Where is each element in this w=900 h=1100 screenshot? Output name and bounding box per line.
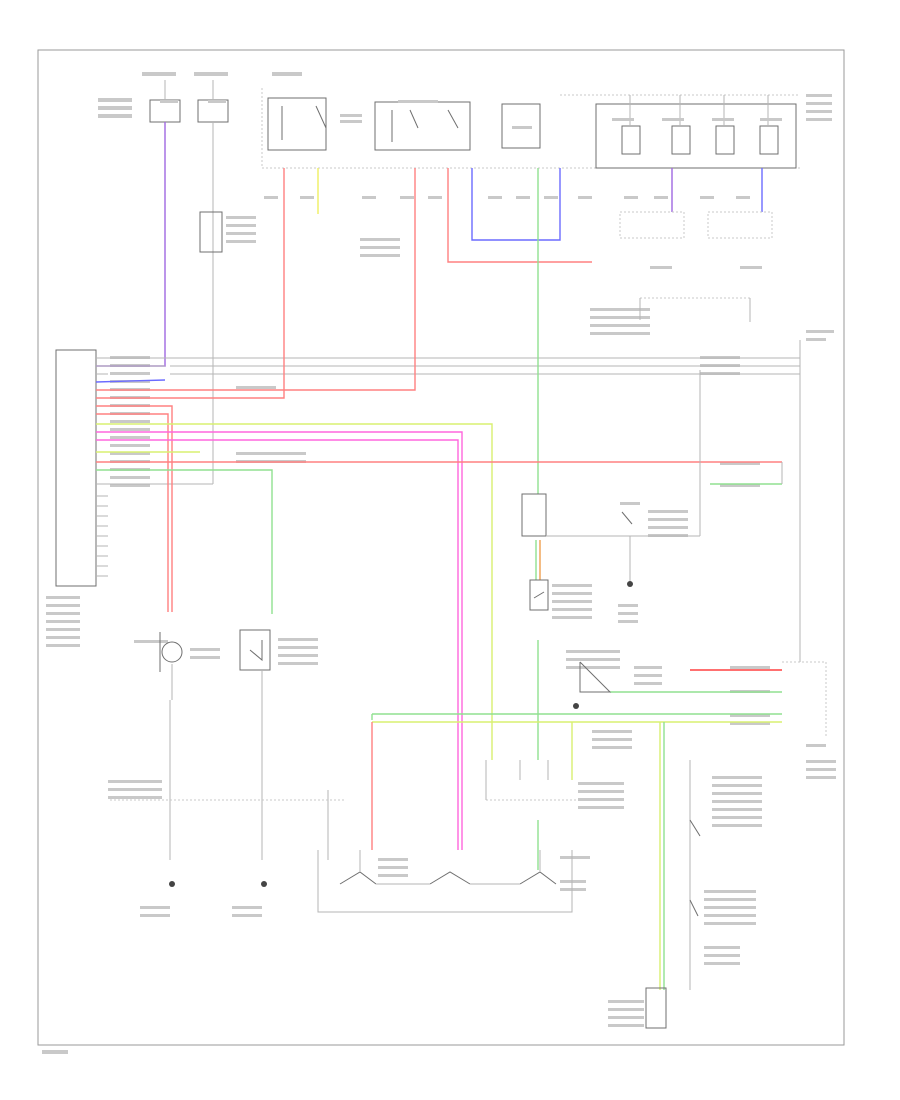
diagram-frame [37,49,845,1046]
right-components [485,211,827,1029]
fuse-relay-box [261,88,800,169]
label-marks [42,72,836,1054]
wires [95,122,800,990]
left-control-module [55,349,108,587]
bottom-switch-assembly [317,850,573,913]
lower-left-components [110,629,346,887]
